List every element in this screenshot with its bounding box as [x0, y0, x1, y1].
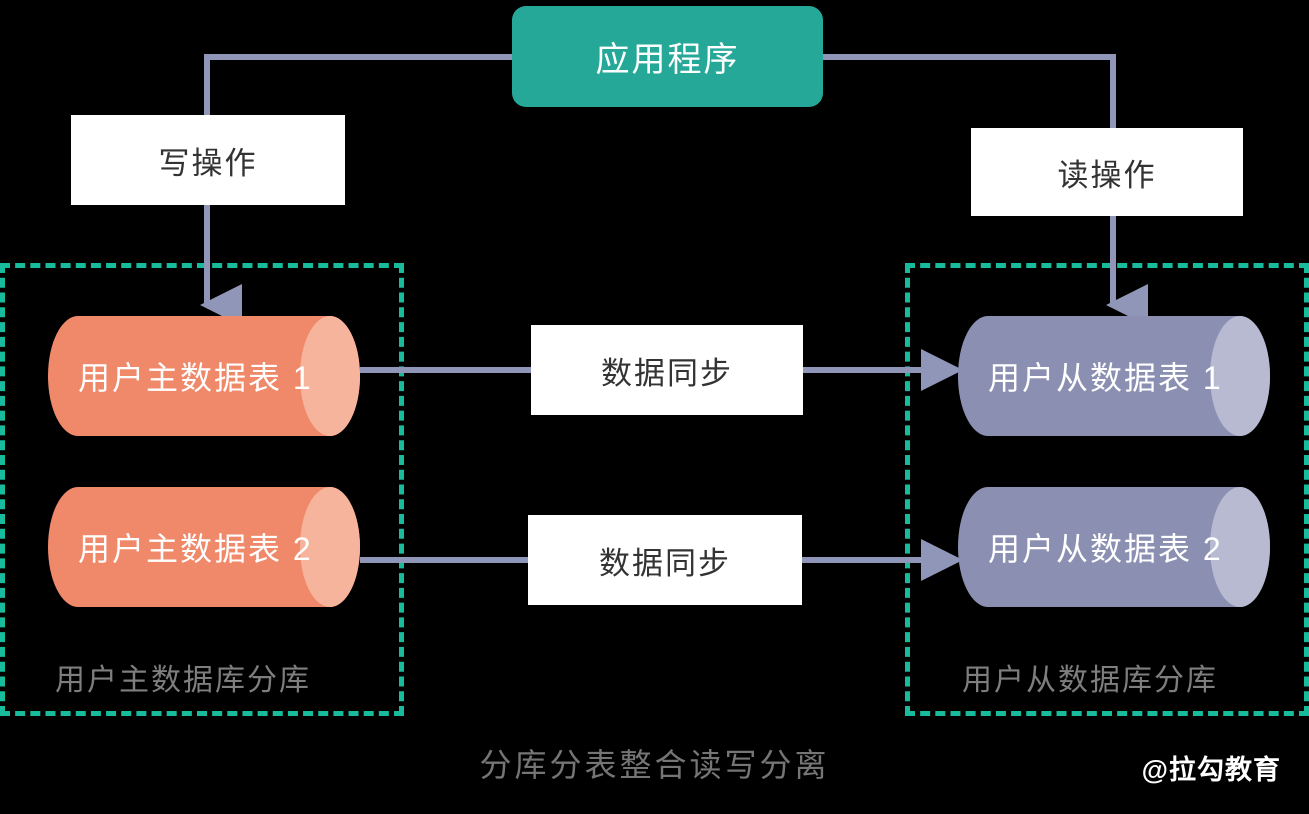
write-operation-box[interactable]: 写操作	[71, 115, 345, 205]
data-sync-box-row2[interactable]: 数据同步	[528, 515, 802, 605]
master-shard-group-caption: 用户主数据库分库	[55, 664, 311, 697]
slave-shard-group-caption: 用户从数据库分库	[962, 664, 1218, 697]
master-table-1-cylinder[interactable]	[48, 316, 360, 436]
app-node[interactable]: 应用程序	[512, 6, 823, 107]
slave-shard-group-box	[905, 263, 1309, 716]
watermark: @拉勾教育	[1141, 755, 1281, 785]
master-shard-group-box	[0, 263, 404, 716]
data-sync-label-row2: 数据同步	[599, 545, 731, 581]
connector-app-to-write	[204, 54, 512, 115]
slave-table-1-cylinder[interactable]	[958, 316, 1270, 436]
connector-app-to-read	[823, 54, 1116, 128]
app-node-label: 应用程序	[595, 41, 740, 79]
read-operation-label: 读操作	[1057, 157, 1157, 193]
read-operation-box[interactable]: 读操作	[971, 128, 1243, 216]
master-table-2-cylinder[interactable]	[48, 487, 360, 607]
slave-table-2-cylinder[interactable]	[958, 487, 1270, 607]
data-sync-box-row1[interactable]: 数据同步	[531, 325, 803, 415]
write-operation-label: 写操作	[158, 145, 258, 181]
data-sync-label-row1: 数据同步	[601, 355, 733, 391]
diagram-title: 分库分表整合读写分离	[479, 747, 830, 783]
